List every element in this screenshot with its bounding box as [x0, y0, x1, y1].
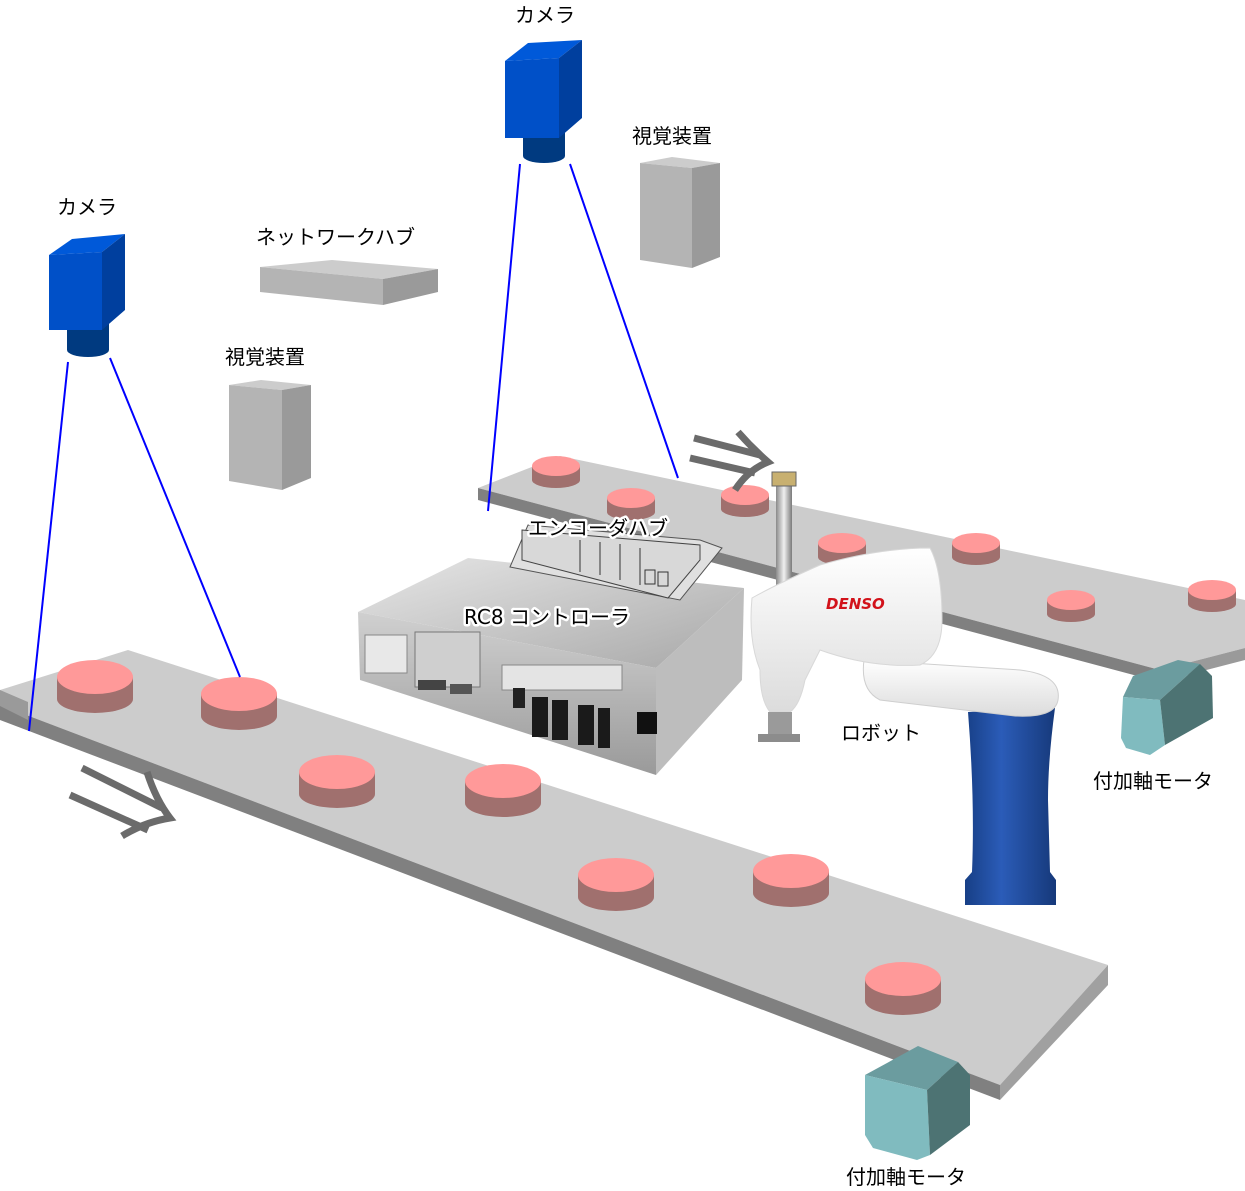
- network-hub: ネットワークハブ: [256, 225, 438, 305]
- robot-brand-logo: DENSO: [826, 595, 885, 613]
- workpiece: [753, 854, 829, 907]
- vision-device-left: 視覚装置: [225, 345, 311, 490]
- workpiece: [952, 533, 1000, 565]
- workpiece: [465, 764, 541, 817]
- workpiece: [607, 488, 655, 520]
- front-conveyor: [0, 650, 1108, 1100]
- camera-left-label: カメラ: [57, 195, 117, 219]
- robot-body: [750, 547, 943, 713]
- workpiece: [578, 858, 654, 911]
- front-direction-arrow-icon: [68, 764, 177, 840]
- encoder-hub-icon: [509, 524, 723, 601]
- vision-device-box-icon: [229, 380, 311, 490]
- motor-bottom-label: 付加軸モータ: [846, 1165, 966, 1189]
- workpiece: [201, 677, 277, 730]
- vision-device-left-label: 視覚装置: [225, 345, 305, 369]
- robot-tool-flange: [768, 712, 792, 734]
- front-conveyor-end-edge: [1000, 965, 1108, 1100]
- workpiece: [532, 456, 580, 488]
- front-conveyor-top: [0, 650, 1108, 1085]
- vision-device-box-icon: [640, 157, 720, 268]
- workpiece: [57, 660, 133, 713]
- motor-bottom: 付加軸モータ: [846, 1046, 970, 1189]
- motor-right-label: 付加軸モータ: [1093, 769, 1213, 793]
- vision-device-top: 視覚装置: [632, 124, 720, 268]
- encoder-hub: エンコーダハブ: [509, 514, 723, 601]
- front-conveyor-front-edge: [0, 705, 1000, 1100]
- camera-top-label: カメラ: [515, 3, 575, 27]
- front-conveyor-left-lip: [0, 690, 28, 720]
- robot-base-column: [965, 708, 1056, 905]
- robot: DENSO ロボット: [750, 471, 1059, 905]
- camera-left: カメラ: [49, 195, 125, 357]
- vision-device-top-label: 視覚装置: [632, 124, 712, 148]
- camera-icon: [49, 234, 125, 357]
- sightline: [28, 361, 69, 732]
- robot-arm: [862, 659, 1059, 717]
- sightline: [487, 163, 521, 512]
- sightline: [109, 357, 241, 678]
- camera-icon: [505, 40, 582, 163]
- back-workpieces: [532, 456, 1236, 622]
- camera-sightlines: [28, 163, 679, 732]
- front-workpieces: [57, 660, 941, 1015]
- network-hub-box-icon: [260, 260, 438, 305]
- workpiece: [721, 485, 769, 517]
- workpiece: [1188, 580, 1236, 612]
- robot-shaft: [776, 480, 792, 590]
- robot-label: ロボット: [841, 721, 921, 745]
- motor-icon: [865, 1046, 970, 1160]
- workpiece: [865, 962, 941, 1015]
- encoder-hub-label: エンコーダハブ: [528, 516, 668, 540]
- scara-robot-icon: [750, 471, 1059, 905]
- workpiece: [299, 755, 375, 808]
- motor-icon: [1121, 660, 1213, 755]
- camera-top: カメラ: [505, 3, 582, 163]
- workpiece: [818, 533, 866, 565]
- motor-right: 付加軸モータ: [1093, 660, 1213, 793]
- workpiece: [1047, 590, 1095, 622]
- back-direction-arrow-icon: [689, 429, 775, 492]
- network-hub-label: ネットワークハブ: [256, 225, 415, 249]
- sightline: [569, 163, 679, 479]
- controller-label: RC8 コントローラ: [464, 605, 630, 629]
